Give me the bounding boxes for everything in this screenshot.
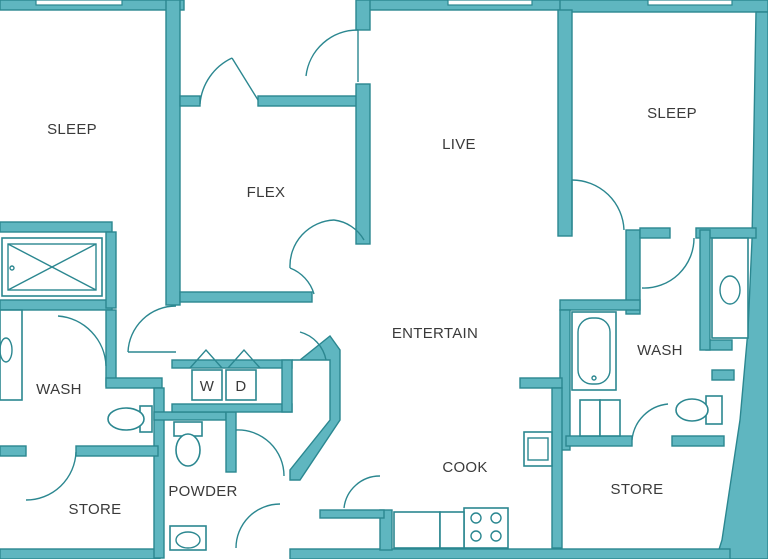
room-label-live: LIVE — [442, 136, 476, 153]
washer-label: W — [200, 378, 215, 395]
fixtures — [0, 237, 749, 551]
room-label-cook: COOK — [442, 459, 487, 476]
room-label-powder: POWDER — [168, 483, 237, 500]
windows — [35, 0, 733, 6]
room-labels: SLEEP FLEX LIVE SLEEP WASH ENTERTAIN WAS… — [36, 105, 697, 518]
doors — [25, 29, 695, 549]
appliance-labels: W D — [200, 378, 247, 395]
room-label-sleep-left: SLEEP — [47, 121, 97, 138]
room-label-flex: FLEX — [247, 184, 286, 201]
room-label-wash-left: WASH — [36, 381, 82, 398]
room-label-store-left: STORE — [69, 501, 122, 518]
room-label-store-right: STORE — [611, 481, 664, 498]
room-label-entertain: ENTERTAIN — [392, 325, 478, 342]
dryer-label: D — [235, 378, 246, 395]
room-label-wash-right: WASH — [637, 342, 683, 359]
room-label-sleep-right: SLEEP — [647, 105, 697, 122]
